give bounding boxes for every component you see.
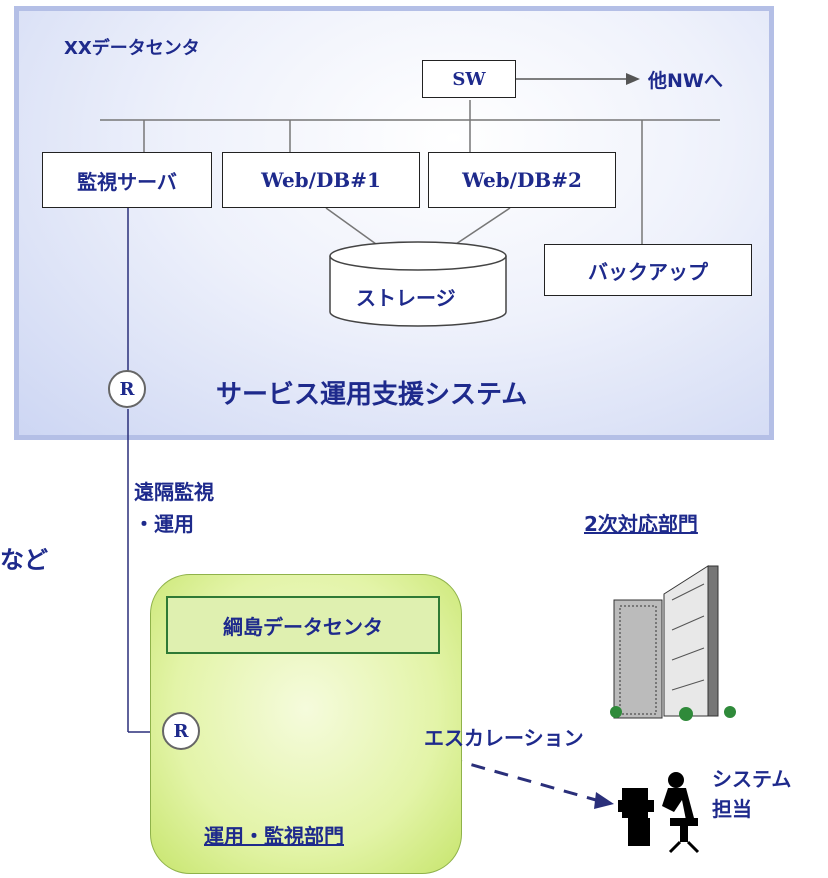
remote-label-line2: ・運用 [134, 512, 194, 536]
left-fragment-text: など [0, 546, 48, 574]
remote-monitoring-label: 遠隔監視 ・運用 [134, 476, 214, 540]
operations-center-title: 綱島データセンタ [166, 596, 440, 654]
system-staff-line2: 担当 [712, 797, 752, 821]
operations-dept-label: 運用・監視部門 [204, 824, 344, 848]
router-icon: R [108, 370, 146, 408]
system-staff-line1: システム [712, 767, 792, 791]
storage-cylinder [329, 241, 507, 327]
monitor-server-box: 監視サーバ [42, 152, 212, 208]
system-label: サービス運用支援システム [216, 380, 528, 410]
switch-box: SW [422, 60, 516, 98]
backup-box: バックアップ [544, 244, 752, 296]
datacenter-title: XXデータセンタ [64, 38, 200, 59]
remote-label-line1: 遠隔監視 [134, 480, 214, 504]
web-db-2-box: Web/DB#2 [428, 152, 616, 208]
secondary-dept-title: 2次対応部門 [584, 512, 698, 536]
external-network-label: 他NWへ [648, 70, 723, 92]
building-icon [610, 565, 736, 721]
web-db-1-box: Web/DB#1 [222, 152, 420, 208]
escalation-label: エスカレーション [424, 726, 584, 750]
system-staff-label: システム 担当 [712, 764, 791, 824]
ops-router-icon: R [162, 712, 200, 750]
storage-label: ストレージ [356, 286, 456, 310]
system-staff-icon [618, 772, 700, 854]
datacenter-panel [14, 6, 774, 440]
